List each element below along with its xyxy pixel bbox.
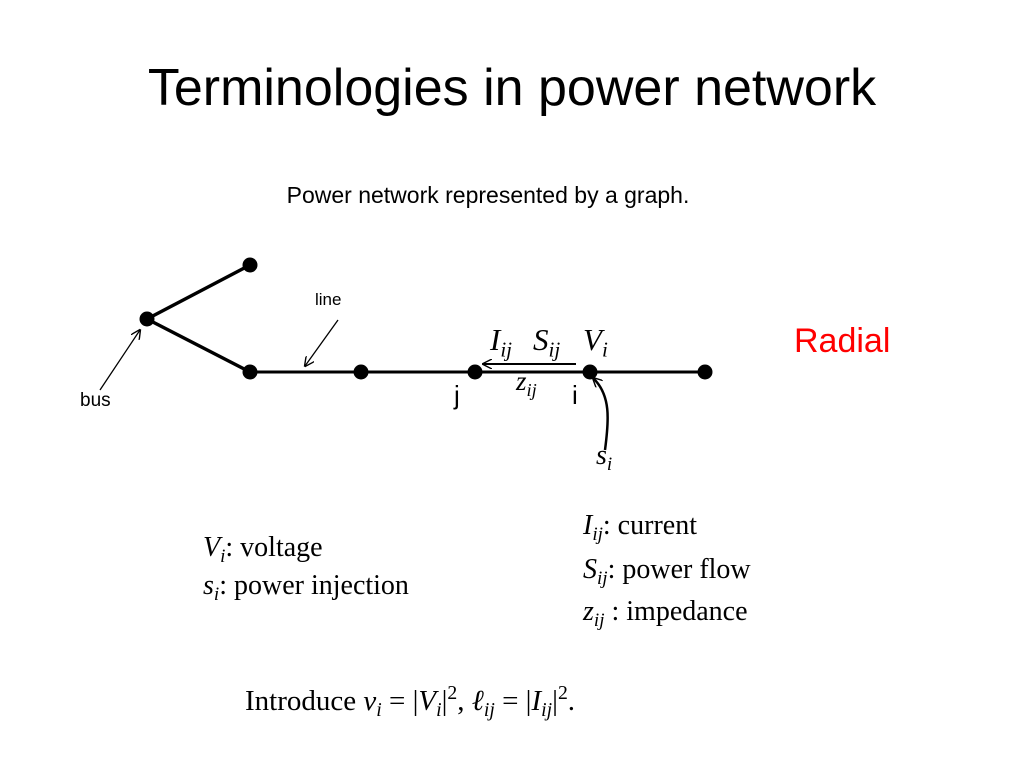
- current-symbol: Iij: [490, 322, 513, 362]
- bus-node-2: [353, 364, 369, 380]
- bus-node-1: [242, 364, 258, 380]
- branch-line-lower: [146, 317, 251, 374]
- legend-voltage: Vi: voltage: [203, 532, 323, 568]
- injection-arrow: [593, 378, 609, 451]
- power-flow-symbol: Sij: [533, 322, 561, 362]
- slide-subtitle: Power network represented by a graph.: [286, 182, 690, 208]
- legend-impedance: zij : impedance: [583, 596, 748, 632]
- legend-power-injection: si: power injection: [203, 570, 409, 606]
- bus-node-root: [139, 311, 155, 327]
- bus-label: bus: [80, 390, 111, 411]
- node-j-label: j: [454, 380, 460, 410]
- legend-current: Iij: current: [583, 510, 697, 546]
- impedance-symbol: zij: [516, 366, 537, 400]
- bus-node-end: [697, 364, 713, 380]
- formula-introduce: Introduce vi = |Vi|2, ℓij = |Iij|2.: [245, 682, 576, 722]
- bus-pointer-arrow: [99, 330, 140, 391]
- bus-node-j: [467, 364, 483, 380]
- line-label: line: [315, 290, 342, 309]
- legend-power-flow: Sij: power flow: [583, 554, 751, 590]
- voltage-symbol: Vi: [583, 322, 608, 362]
- node-i-label: i: [572, 380, 578, 410]
- line-pointer-arrow: [305, 319, 339, 366]
- branch-line-upper: [146, 263, 251, 321]
- radial-label: Radial: [794, 322, 891, 360]
- bus-node-i: [582, 364, 598, 380]
- injection-symbol: si: [596, 440, 613, 476]
- slide-title: Terminologies in power network: [147, 59, 877, 117]
- bus-node-top: [242, 257, 258, 273]
